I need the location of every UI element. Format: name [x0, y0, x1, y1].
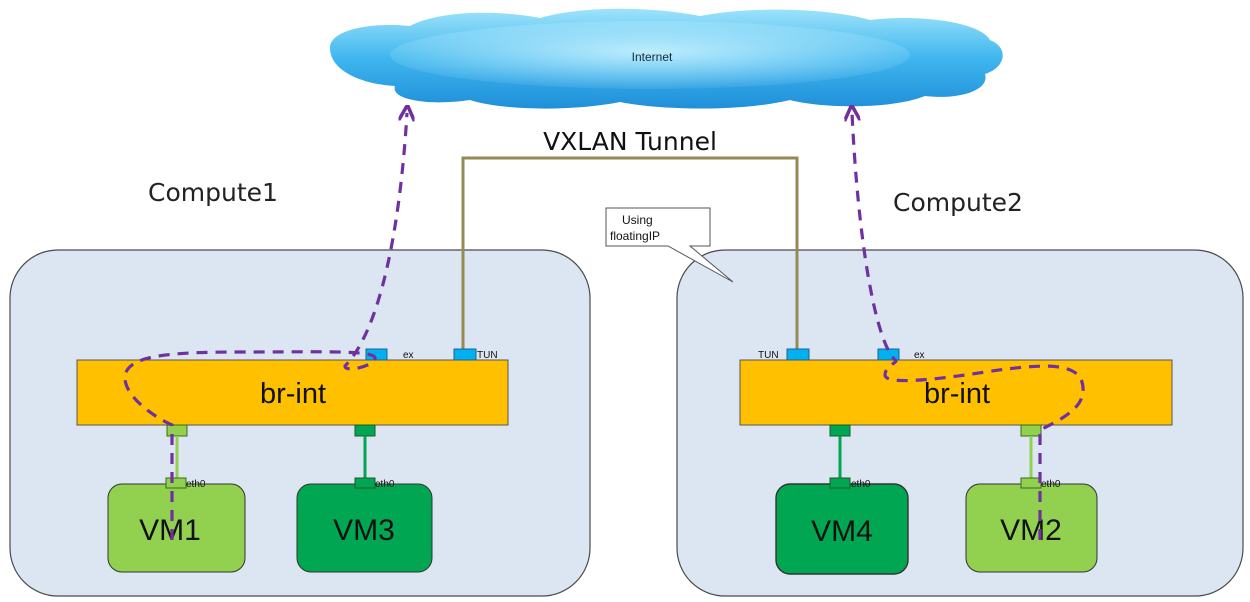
- compute2-vm4-bridge-port: [829, 424, 851, 437]
- vm1-label: VM1: [139, 514, 201, 547]
- compute2-tun-label: TUN: [758, 350, 779, 361]
- vm3-nic-label: eth0: [375, 479, 395, 490]
- compute1-br-int-label: br-int: [260, 378, 326, 410]
- vm2-nic: [1020, 477, 1042, 489]
- compute1-br-int: [76, 359, 509, 426]
- compute1-tun-label: TUN: [477, 350, 498, 361]
- vm4-label: VM4: [811, 515, 873, 548]
- compute1-ex-label: ex: [403, 350, 414, 361]
- vm4-nic: [829, 477, 851, 489]
- compute2-tun-port: [786, 348, 810, 361]
- compute2-label: Compute2: [893, 188, 1023, 217]
- compute1-vm1-bridge-port: [166, 424, 188, 437]
- compute2-ex-port: [877, 348, 900, 361]
- compute2-ex-label: ex: [914, 350, 925, 361]
- compute2-br-int: [739, 359, 1173, 426]
- vm2-nic-label: eth0: [1041, 479, 1061, 490]
- compute1-label: Compute1: [148, 178, 278, 207]
- compute2-br-int-label: br-int: [924, 378, 990, 410]
- compute1-vm3-bridge-port: [354, 424, 376, 437]
- vm1-nic-label: eth0: [186, 479, 206, 490]
- vxlan-tunnel-line: [461, 156, 799, 352]
- internet-cloud: Internet: [330, 8, 1003, 109]
- floating-ip-callout: Using floatingIP: [605, 207, 734, 283]
- vm2-label: VM2: [1000, 514, 1062, 547]
- callout-line1: Using: [622, 213, 653, 227]
- vm1-nic: [165, 477, 187, 489]
- compute2-vm2-bridge-port: [1020, 424, 1042, 437]
- compute1-traffic-path: [123, 113, 407, 540]
- vm3-label: VM3: [333, 514, 395, 547]
- vm3-nic: [354, 477, 376, 489]
- internet-label: Internet: [632, 50, 673, 64]
- compute1-tun-port: [453, 348, 477, 361]
- compute2-traffic-path: [852, 113, 1085, 540]
- callout-line2: floatingIP: [610, 229, 660, 243]
- vxlan-tunnel-label: VXLAN Tunnel: [543, 127, 717, 156]
- vm4-nic-label: eth0: [851, 479, 871, 490]
- compute1-ex-port: [365, 348, 388, 361]
